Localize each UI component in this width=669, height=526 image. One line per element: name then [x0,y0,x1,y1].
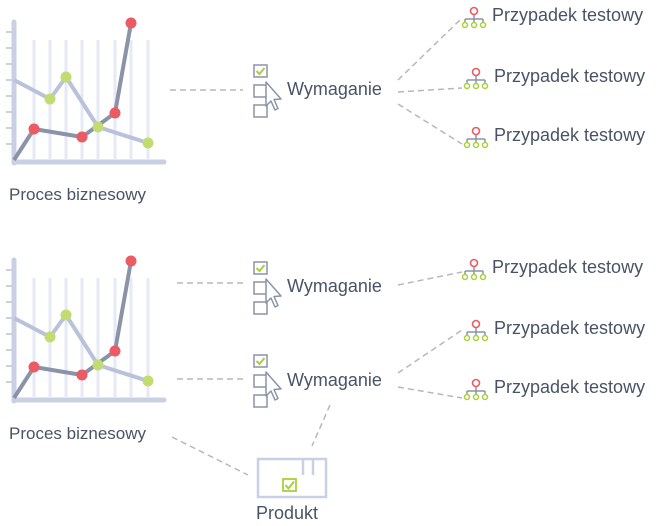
test-case-label: Przypadek testowy [494,125,646,145]
chart-point-green [60,71,72,83]
connector-bottom-req2-test-2 [397,386,463,399]
connector-req2-product [311,404,331,447]
connector-process-product [171,436,249,476]
chart-point-green [92,121,104,133]
chart-point-red [109,107,121,119]
chart-point-red [125,17,137,29]
requirement-label-bottom-1: Wymaganie [287,276,382,296]
connector-top-req-test-1 [397,17,463,81]
test-case-label: Przypadek testowy [492,5,644,25]
test-case-label: Przypadek testowy [492,257,644,277]
connector-bottom-req1-test [397,271,463,286]
chart-point-green [142,137,154,149]
product-label: Produkt [256,503,319,523]
connector-top-req-test-3 [397,103,463,145]
chart-point-red [76,131,88,143]
chart-point-green [44,93,56,105]
chart-point-red [28,123,40,135]
requirement-label-top: Wymaganie [287,79,382,99]
process-label-top: Proces biznesowy [9,185,147,204]
test-case-label: Przypadek testowy [494,318,646,338]
requirement-label-bottom-2: Wymaganie [287,370,382,390]
test-case-label: Przypadek testowy [494,66,646,86]
process-label-bottom: Proces biznesowy [9,424,147,443]
connector-top-req-test-2 [397,87,463,93]
connector-bottom-req2-test-1 [397,329,463,374]
test-case-label: Przypadek testowy [494,377,646,397]
